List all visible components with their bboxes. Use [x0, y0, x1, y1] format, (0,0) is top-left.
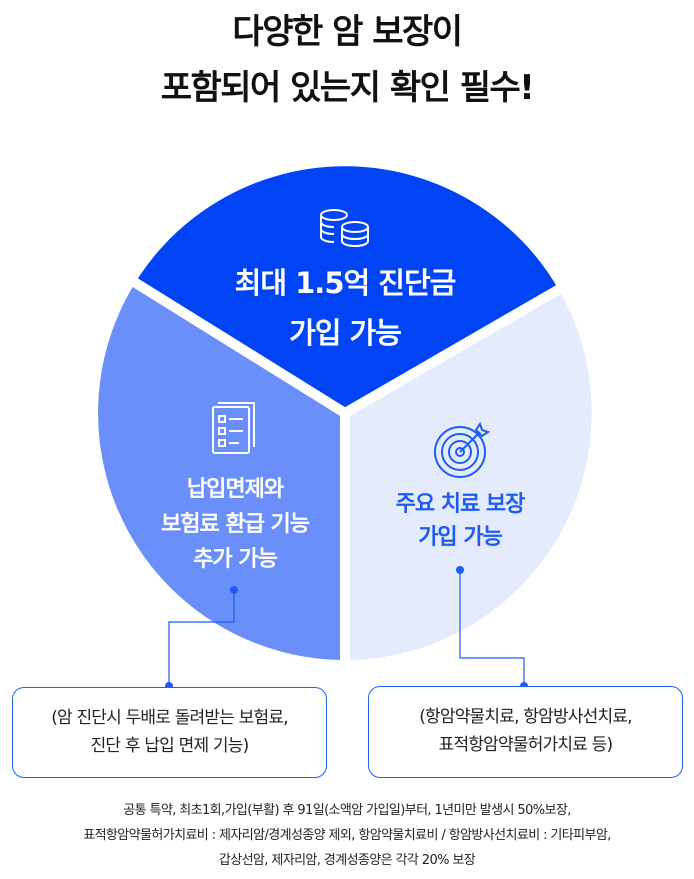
- segment-top-line: 최대 1.5억 진단금: [234, 266, 457, 300]
- target-icon: [434, 421, 491, 478]
- coins-icon: [320, 209, 369, 248]
- segment-left-text: 납입면제와 보험료 환급 기능 추가 가능: [120, 472, 350, 577]
- title-line-1: 다양한 암 보장이: [232, 12, 463, 52]
- footnote-line: 공통 특약, 최초1회,가입(부활) 후 91일(소액암 가입일)부터, 1년미…: [123, 803, 571, 818]
- callout-line: (암 진단시 두배로 돌려받는 보험료,: [51, 708, 288, 728]
- callout-connector-left: [168, 590, 235, 686]
- segment-top-line: 가입 가능: [289, 316, 402, 350]
- connector-dot: [230, 586, 238, 594]
- callout-line: (항암약물치료, 항암방사선치료,: [419, 707, 632, 727]
- segment-top-text: 최대 1.5억 진단금 가입 가능: [150, 258, 540, 358]
- segment-right-line: 가입 가능: [418, 525, 503, 550]
- pie-segment-top: [126, 156, 568, 418]
- segment-left-line: 보험료 환급 기능: [161, 512, 310, 537]
- footnote-line: 갑상선암, 제자리암, 경계성종양은 각각 20% 보장: [218, 853, 476, 868]
- callout-connector-right: [459, 570, 525, 686]
- segment-right-line: 주요 치료 보장: [395, 492, 526, 517]
- callout-line: 진단 후 납입 면제 기능): [90, 736, 250, 756]
- footnote-line: 표적항암약물허가치료비 : 제자리암/경계성종양 제외, 항암약물치료비 / 항…: [83, 828, 611, 843]
- callout-box-left: (암 진단시 두배로 돌려받는 보험료, 진단 후 납입 면제 기능): [12, 687, 327, 778]
- segment-right-text: 주요 치료 보장 가입 가능: [360, 488, 560, 554]
- page-title: 다양한 암 보장이 포함되어 있는지 확인 필수!: [0, 4, 694, 116]
- footnote: 공통 특약, 최초1회,가입(부활) 후 91일(소액암 가입일)부터, 1년미…: [0, 798, 694, 873]
- connector-dot: [456, 566, 464, 574]
- callout-line: 표적항암약물허가치료 등): [438, 735, 613, 755]
- checklist-document-icon: [212, 402, 255, 454]
- title-line-2: 포함되어 있는지 확인 필수!: [160, 68, 535, 108]
- segment-left-line: 납입면제와: [186, 477, 284, 502]
- segment-left-line: 추가 가능: [193, 547, 278, 572]
- callout-box-right: (항암약물치료, 항암방사선치료, 표적항암약물허가치료 등): [368, 686, 683, 778]
